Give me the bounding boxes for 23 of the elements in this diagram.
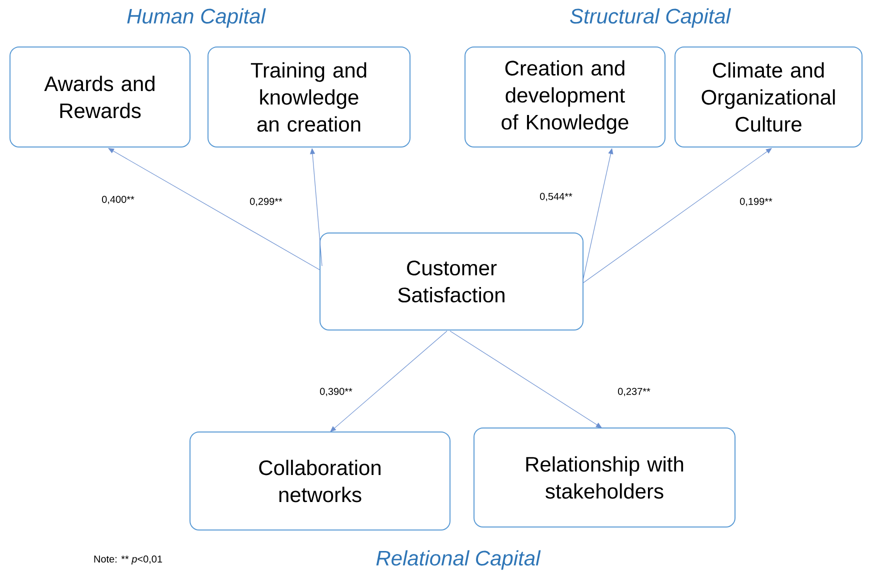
edge-label: 0,199** — [740, 198, 772, 206]
concept-box: Awards and Rewards — [10, 46, 190, 148]
arrow — [310, 148, 322, 266]
group-title: Relational Capital — [376, 550, 541, 570]
arrow — [330, 330, 448, 432]
concept-box: Customer Satisfaction — [320, 232, 584, 330]
edge-label: 0,237** — [618, 388, 650, 396]
arrow — [582, 148, 614, 280]
concept-box: Collaboration networks — [190, 432, 450, 530]
concept-box: Climate and Organizational Culture — [674, 46, 862, 148]
note: Note: ** p<0,01 — [94, 555, 162, 565]
group-title: Human Capital — [127, 8, 266, 28]
concept-box: Creation and development of Knowledge — [464, 46, 666, 148]
edge-label: 0,299** — [250, 198, 282, 206]
concept-box: Training and knowledge an creation — [208, 46, 410, 148]
arrow — [450, 330, 602, 428]
edge-label: 0,544** — [540, 192, 572, 202]
edge-label: 0,390** — [320, 388, 352, 396]
arrow — [582, 148, 772, 284]
arrow — [108, 148, 320, 270]
concept-box: Relationship with stakeholders — [474, 428, 736, 528]
group-title: Structural Capital — [570, 8, 731, 28]
edge-label: 0,400** — [102, 196, 134, 204]
